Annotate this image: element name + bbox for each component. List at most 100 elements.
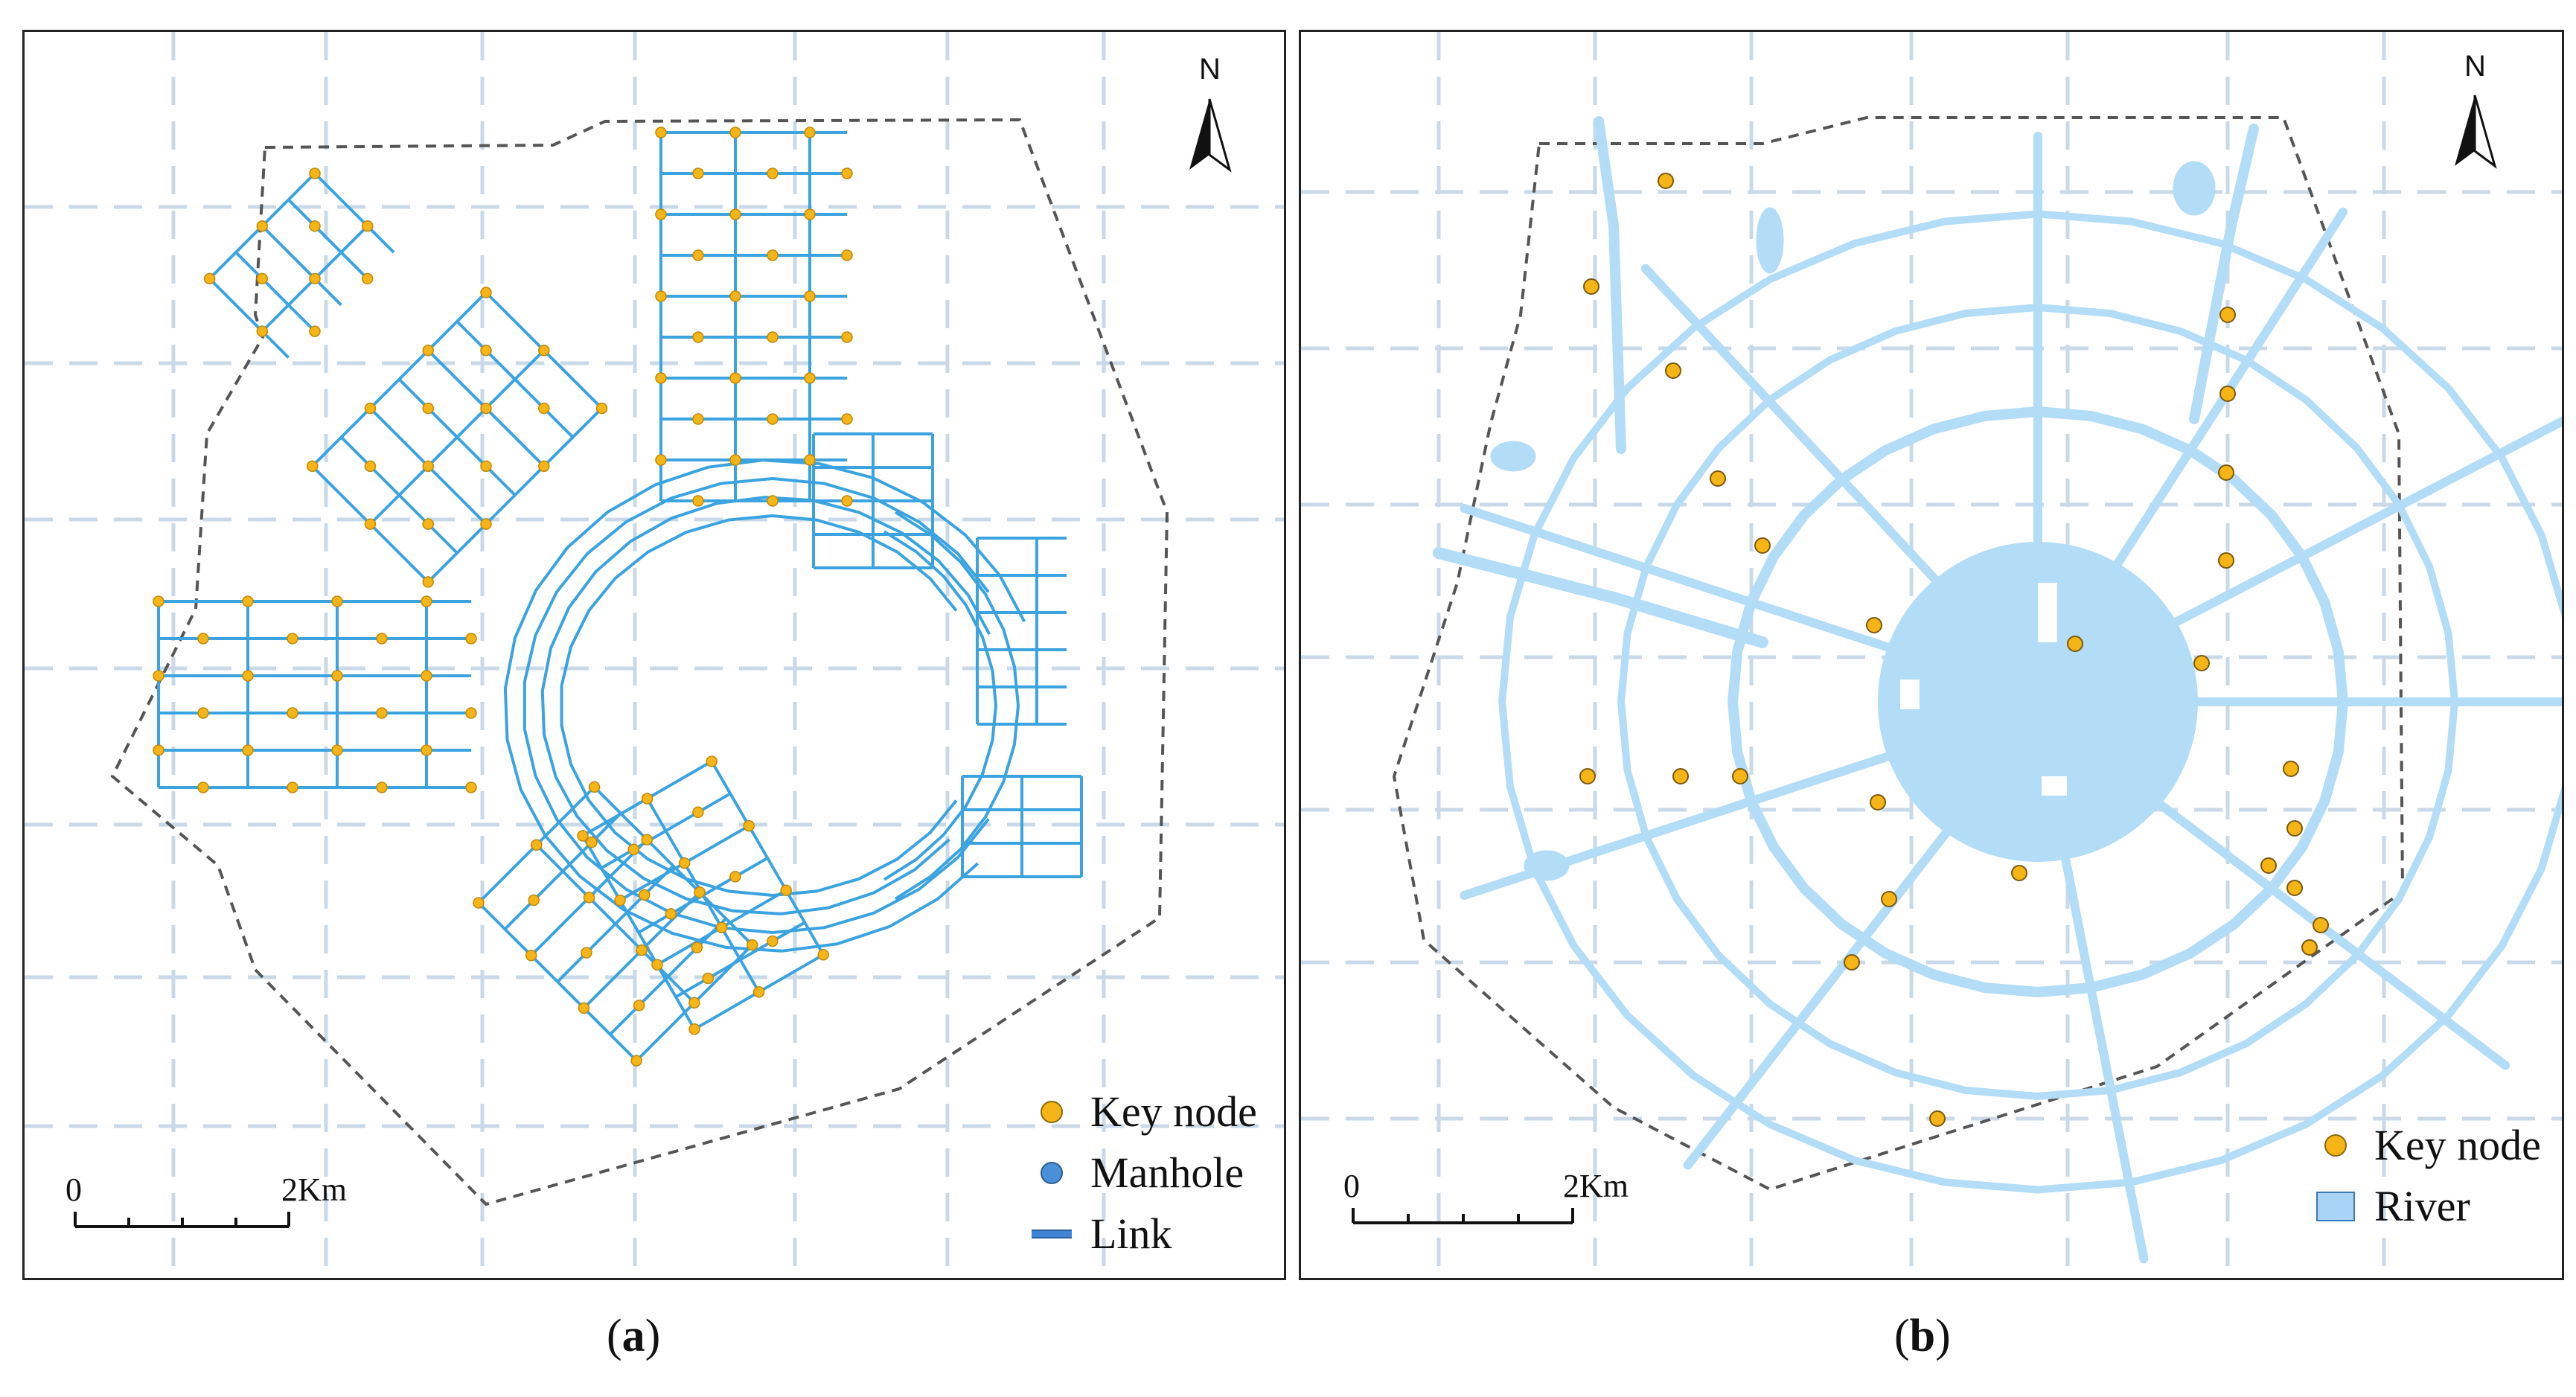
- river-channel: [1683, 828, 1951, 1170]
- key-node: [641, 834, 653, 845]
- key-node: [729, 290, 741, 302]
- key-node: [1665, 362, 1681, 379]
- key-node: [614, 894, 626, 907]
- key-node: [1672, 768, 1689, 784]
- key-node: [780, 884, 792, 896]
- key-node: [287, 707, 298, 719]
- key-node: [421, 670, 432, 682]
- key-node: [630, 1055, 642, 1067]
- key-node: [422, 518, 434, 530]
- key-node: [692, 413, 704, 425]
- key-node: [361, 272, 374, 285]
- key-node: [153, 744, 164, 756]
- key-node: [767, 331, 779, 343]
- key-node: [2286, 880, 2303, 896]
- pipe-link: [234, 251, 316, 333]
- key-node: [636, 944, 648, 956]
- key-node: [577, 830, 589, 842]
- key-node: [480, 345, 492, 357]
- key-node: [692, 249, 704, 261]
- scale-bar: [74, 1212, 290, 1228]
- map-panel-b: N 0 2Km Key node River: [1299, 30, 2564, 1280]
- key-node: [655, 290, 667, 302]
- key-node: [376, 781, 388, 793]
- key-node: [1754, 537, 1771, 554]
- key-node: [1579, 768, 1596, 784]
- key-node: [702, 972, 715, 985]
- key-node: [804, 454, 816, 466]
- key-node: [706, 755, 717, 767]
- key-node: [203, 272, 216, 285]
- pipe-link: [477, 901, 638, 1062]
- key-node: [242, 595, 254, 607]
- central-lake: [1878, 542, 2198, 862]
- key-node: [309, 167, 321, 179]
- key-node: [480, 402, 492, 415]
- key-node: [465, 781, 477, 793]
- key-node: [2218, 552, 2234, 569]
- key-node: [525, 949, 537, 962]
- key-node: [538, 460, 550, 473]
- key-node: [2219, 307, 2236, 323]
- key-node: [256, 272, 269, 285]
- legend-item-river: River: [2313, 1176, 2541, 1237]
- pipe-link: [208, 278, 290, 359]
- key-node: [743, 819, 755, 832]
- pipe-link: [560, 514, 958, 898]
- key-node: [729, 127, 741, 138]
- legend-item-link: Link: [1029, 1203, 1257, 1265]
- key-node: [729, 871, 741, 883]
- key-node: [817, 949, 829, 961]
- key-node: [153, 670, 164, 682]
- key-node: [804, 208, 816, 220]
- key-node: [655, 208, 667, 220]
- key-node: [588, 781, 601, 793]
- key-node: [197, 707, 209, 719]
- key-node: [480, 287, 492, 298]
- key-node: [633, 1000, 645, 1011]
- river-channel: [2189, 124, 2259, 424]
- key-node: [767, 495, 779, 507]
- pipe-link: [581, 834, 696, 1030]
- key-node: [2067, 636, 2083, 652]
- manhole-icon: [1041, 1162, 1063, 1184]
- key-node: [309, 325, 321, 337]
- pipe-links: [157, 131, 1083, 1062]
- key-node: [197, 633, 209, 645]
- river-pool: [1524, 850, 1570, 881]
- study-area-boundary: [110, 118, 1169, 1206]
- key-node: [804, 372, 816, 384]
- river-channels: [1433, 116, 2562, 1264]
- scale-bar: [1352, 1208, 1574, 1224]
- key-nodes: [1579, 173, 2329, 1127]
- key-node: [841, 249, 853, 261]
- key-node: [767, 413, 779, 425]
- key-node: [586, 836, 598, 848]
- key-node: [197, 781, 209, 793]
- river-pool: [1756, 207, 1784, 274]
- key-node: [480, 518, 492, 530]
- legend-item-key-node: Key node: [2313, 1115, 2541, 1176]
- caption-b: (b): [1894, 1311, 1951, 1361]
- key-node: [627, 843, 640, 856]
- key-node: [2313, 917, 2329, 933]
- pipe-link: [522, 476, 990, 935]
- key-node: [583, 892, 595, 904]
- key-node: [1844, 954, 1860, 971]
- key-node: [1866, 617, 1882, 633]
- pipe-link: [894, 511, 1020, 901]
- key-node: [361, 220, 374, 232]
- key-node: [153, 595, 164, 607]
- key-node: [422, 402, 434, 415]
- link-icon: [1032, 1230, 1072, 1238]
- key-node: [242, 744, 254, 756]
- key-node: [1658, 173, 1674, 189]
- key-node: [641, 793, 653, 805]
- key-node: [692, 806, 704, 819]
- key-node: [1732, 768, 1748, 784]
- key-node: [309, 220, 321, 232]
- key-node: [688, 1023, 700, 1035]
- key-node: [465, 707, 477, 719]
- key-node: [1881, 891, 1897, 907]
- river-pool: [1490, 441, 1536, 472]
